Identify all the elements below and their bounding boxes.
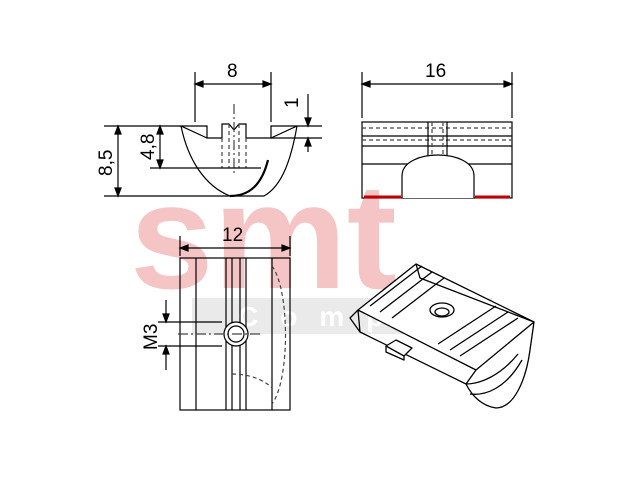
dim-top-width: 12 xyxy=(222,225,243,246)
dim-front-width: 8 xyxy=(227,61,238,82)
dim-front-height-inner: 4,8 xyxy=(138,134,159,160)
dim-front-height-total: 8,5 xyxy=(96,150,117,176)
top-view xyxy=(158,236,292,411)
side-view xyxy=(360,72,514,199)
isometric-view xyxy=(349,263,535,409)
dim-front-top: 1 xyxy=(282,97,303,108)
watermark-logo: smt xyxy=(130,152,397,320)
dim-side-length: 16 xyxy=(425,61,446,82)
dim-thread: M3 xyxy=(141,324,162,350)
front-view xyxy=(104,72,322,198)
